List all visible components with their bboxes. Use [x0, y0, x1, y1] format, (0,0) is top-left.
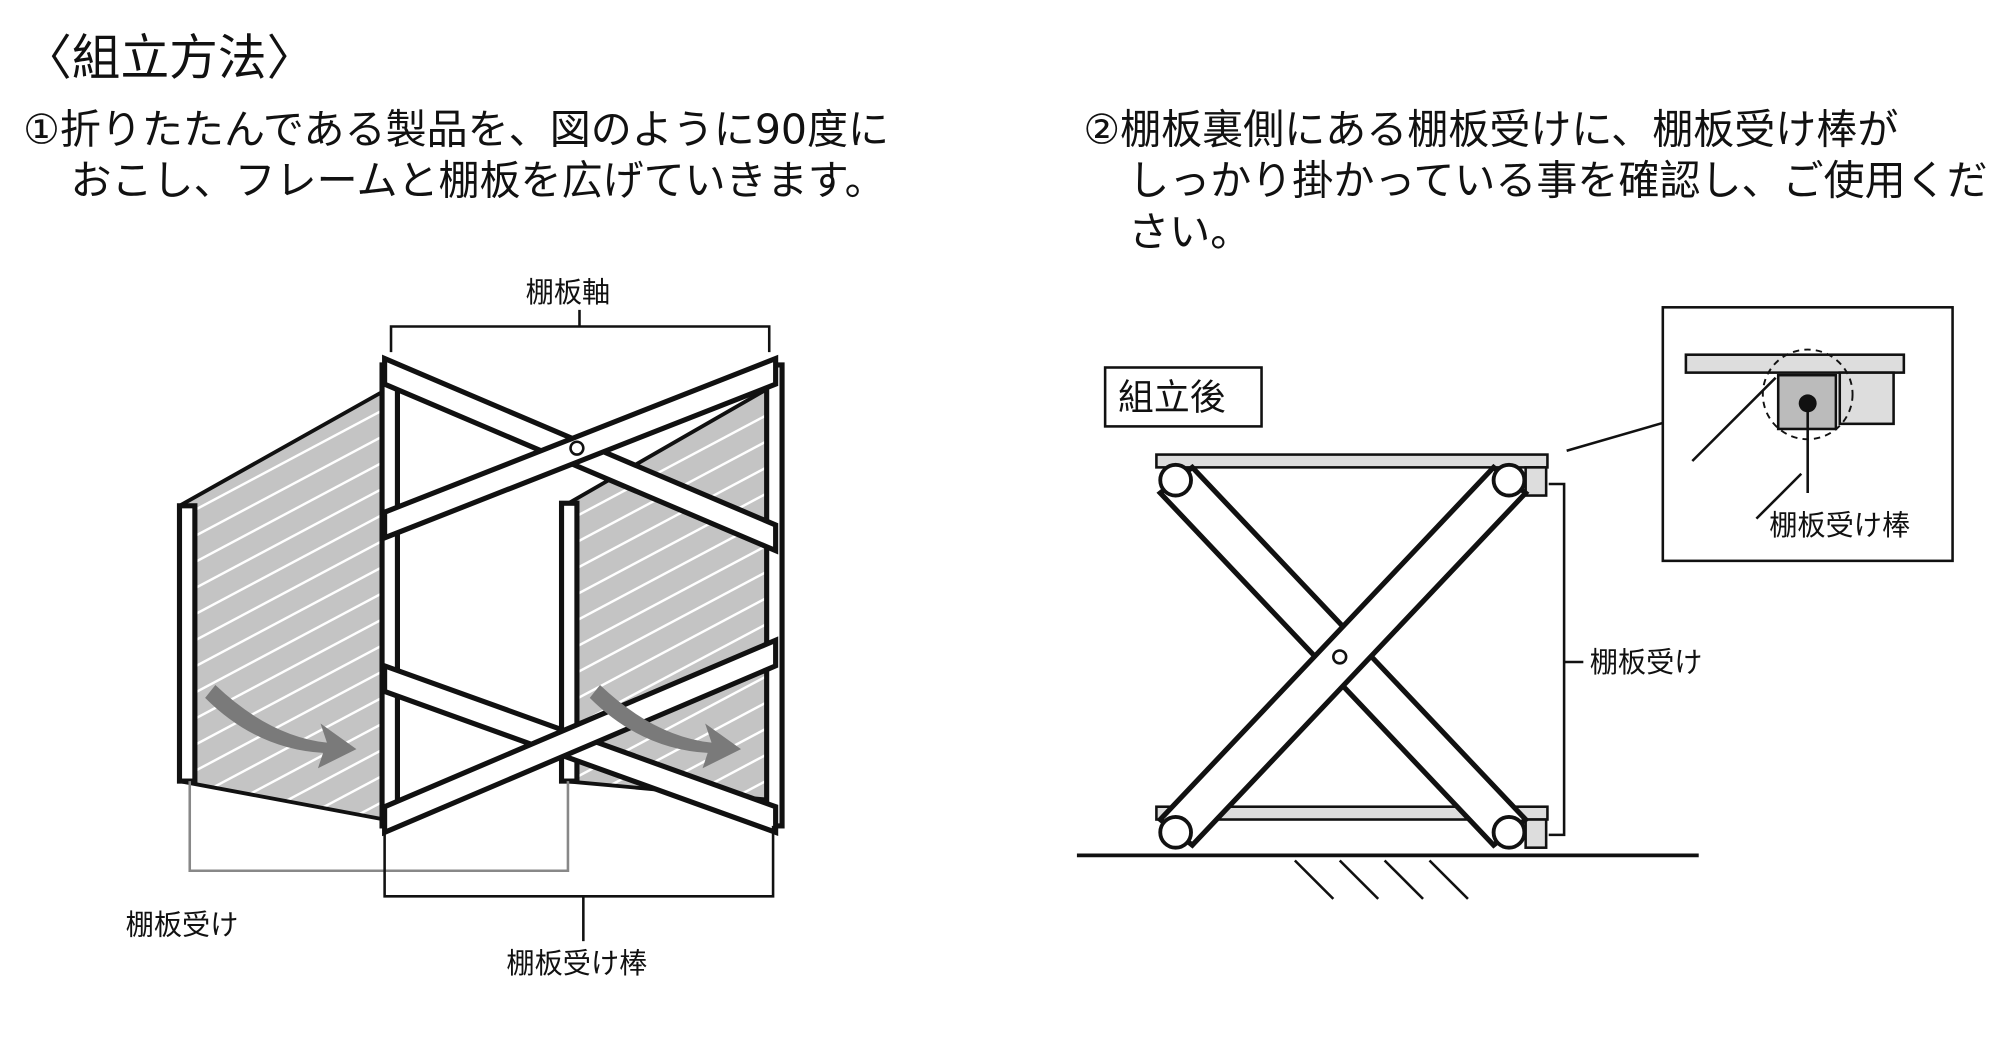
arrow-icon	[589, 685, 742, 769]
unfolding-diagram: 棚板軸 棚板受け 棚板受け棒	[126, 276, 785, 980]
step1-line2: おこし、フレームと棚板を広げていきます。	[71, 157, 886, 205]
step2-line2: しっかり掛かっている事を確認し、ご使用くだ	[1128, 157, 1987, 205]
page-title: 〈組立方法〉	[23, 30, 315, 86]
assembled-diagram: 組立後 棚板受け 棚板受け棒	[1076, 306, 1954, 900]
step2-line3: さい。	[1128, 208, 1251, 256]
label-shelf-rod-2: 棚板受け棒	[1769, 509, 1910, 542]
shelf-panel-left	[177, 387, 387, 822]
label-assembled: 組立後	[1118, 378, 1226, 419]
label-shelf-rod: 棚板受け棒	[506, 947, 647, 980]
step1-line1: ①折りたたんである製品を、図のように90度に	[23, 105, 889, 153]
step2-line1: ②棚板裏側にある棚板受けに、棚板受け棒が	[1083, 105, 1898, 153]
label-shelf-receiver: 棚板受け	[126, 909, 239, 942]
assembled-label-box	[1103, 366, 1263, 428]
label-shelf-axis: 棚板軸	[526, 276, 611, 309]
arrow-icon	[205, 685, 357, 769]
label-shelf-receiver-2: 棚板受け	[1590, 646, 1703, 679]
